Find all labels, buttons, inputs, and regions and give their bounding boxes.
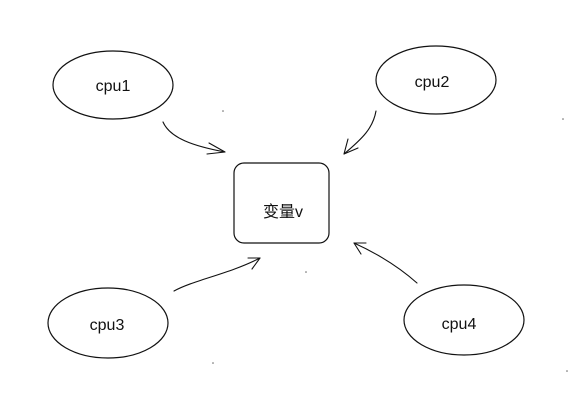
arrow-cpu1-to-v: [162, 121, 226, 153]
stray-dot: [562, 118, 564, 120]
stray-dot: [305, 271, 307, 273]
cpu4-label: cpu4: [442, 316, 477, 333]
arrow-cpu1-to-v-head: [206, 142, 226, 155]
stray-dot: [566, 370, 568, 372]
cpu2-label: cpu2: [415, 74, 450, 91]
cpu2-ellipse: [375, 45, 497, 115]
cpu4-node: cpu4: [403, 284, 525, 356]
arrow-cpu2-to-v: [343, 110, 377, 155]
cpu1-node: cpu1: [52, 50, 174, 120]
arrow-cpu2-to-v-head: [343, 138, 359, 155]
cpu3-node: cpu3: [47, 287, 169, 359]
arrow-cpu3-to-v-head: [247, 257, 261, 270]
arrow-cpu4-to-v-head: [353, 242, 367, 255]
variable-v-label: 变量v: [263, 203, 303, 221]
arrows: [162, 110, 418, 292]
cpu1-label: cpu1: [96, 78, 131, 95]
variable-v-box: [233, 162, 330, 244]
stray-dot: [212, 362, 214, 364]
stray-dots: [212, 110, 568, 372]
cpu3-ellipse: [47, 287, 169, 359]
cpu2-node: cpu2: [375, 45, 497, 115]
cpu4-ellipse: [403, 284, 525, 356]
stray-dot: [222, 110, 224, 112]
arrow-cpu4-to-v: [353, 242, 418, 284]
cpu3-label: cpu3: [90, 317, 125, 334]
cpu1-ellipse: [52, 50, 174, 120]
arrow-cpu3-to-v: [173, 257, 261, 292]
variable-v-node: 变量v: [233, 162, 330, 244]
